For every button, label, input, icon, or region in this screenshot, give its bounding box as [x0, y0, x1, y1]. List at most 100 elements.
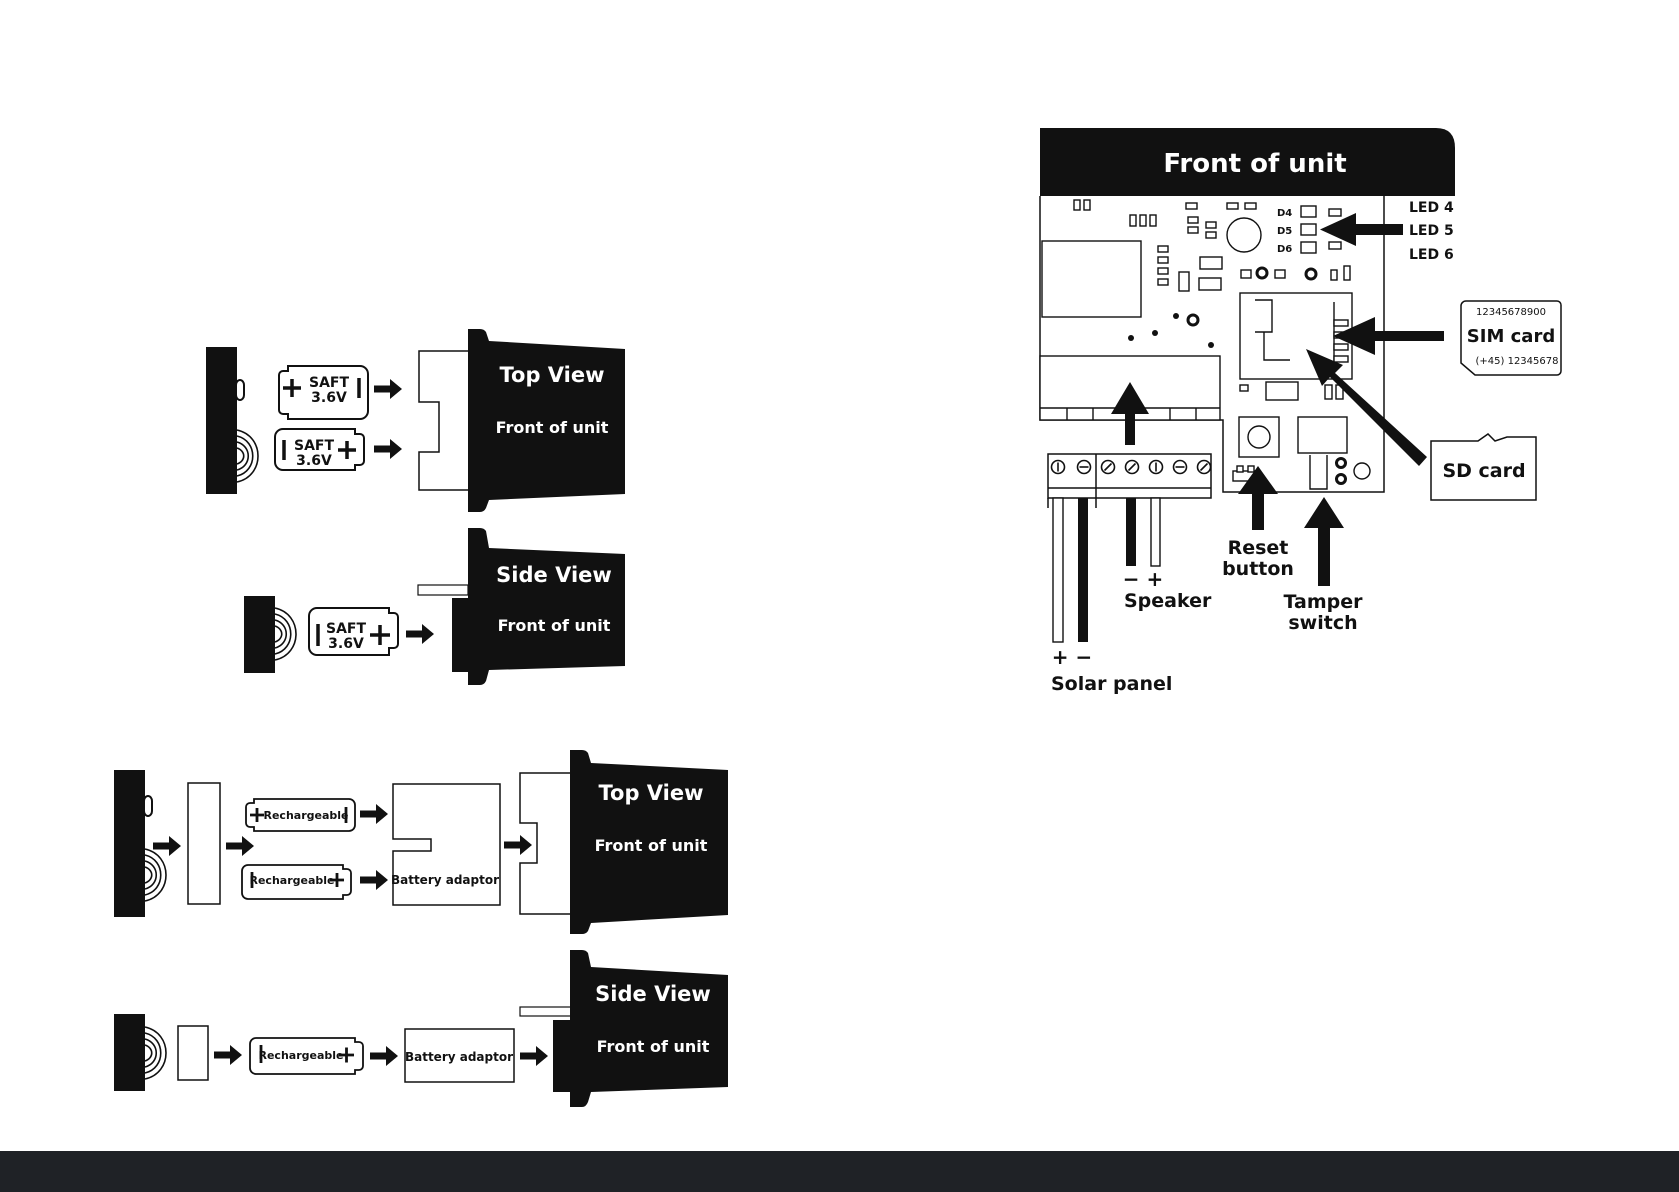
rechargeable-side-view: Rechargeable Battery adaptor Side View F… [114, 950, 728, 1107]
unit-front-label: Front of unit [496, 418, 609, 437]
terminal-screw [1172, 459, 1188, 475]
led-pointer-arrow [1320, 213, 1403, 246]
battery-compartment-lid [244, 596, 275, 673]
saft-side-view: SAFT 3.6V Side View Front of unit [244, 528, 625, 685]
lid-contact-tab [235, 379, 245, 401]
board-vias [1128, 313, 1214, 348]
circuit-board-diagram: Front of unit [1039, 128, 1562, 695]
insert-arrow [360, 804, 388, 824]
sd-pointer-arrow [1306, 349, 1427, 466]
unit-front-label: Front of unit [595, 836, 708, 855]
sim-card-phone: (+45) 12345678 [1476, 356, 1559, 367]
terminal-screw [1076, 459, 1092, 475]
battery-compartment-lid [114, 1014, 145, 1091]
unit-body [570, 750, 728, 934]
tamper-label-line1: Tamper [1284, 591, 1364, 613]
unit-view-label: Top View [499, 363, 604, 387]
unit-front-label: Front of unit [597, 1037, 710, 1056]
led-6-label: LED 6 [1409, 247, 1454, 263]
unit-view-label: Side View [496, 563, 612, 587]
unit-view-label: Top View [598, 781, 703, 805]
insert-arrow [370, 1046, 398, 1066]
lid-contact-tab [143, 795, 153, 817]
rechargeable-battery: Rechargeable [245, 798, 356, 832]
saft-battery: SAFT 3.6V [278, 365, 369, 420]
insert-arrow [374, 379, 402, 399]
battery-label: Rechargeable [259, 1049, 344, 1062]
unit-body [452, 528, 625, 685]
battery-adaptor-label: Battery adaptor [405, 1050, 513, 1064]
battery-adaptor [392, 783, 501, 906]
battery-compartment-lid [114, 770, 145, 917]
battery-label: Rechargeable [250, 874, 335, 887]
battery-voltage: 3.6V [328, 636, 364, 652]
terminal-screw [1050, 459, 1066, 475]
battery-spring [274, 607, 297, 661]
footer-bar [0, 1151, 1679, 1192]
saft-top-view: SAFT 3.6V SAFT 3.6V Top View Front of un… [206, 329, 625, 512]
board-title: Front of unit [1163, 149, 1346, 179]
saft-battery: SAFT 3.6V [308, 607, 399, 656]
terminal-screw [1196, 459, 1212, 475]
board-header [1040, 128, 1455, 196]
reset-pointer-arrow [1238, 466, 1278, 530]
terminal-block [1047, 453, 1212, 508]
sd-card-label: SD card [1442, 460, 1525, 482]
reset-label-line2: button [1222, 558, 1294, 580]
saft-battery: SAFT 3.6V [274, 428, 365, 471]
rechargeable-battery: Rechargeable [249, 1037, 364, 1075]
sim-pointer-arrow [1333, 317, 1444, 355]
rechargeable-top-view: Rechargeable Rechargeable Battery adapto… [114, 750, 728, 934]
led-4-label: LED 4 [1409, 200, 1454, 216]
rechargeable-battery: Rechargeable [241, 864, 352, 900]
reset-label-line1: Reset [1228, 537, 1289, 559]
board-marking-d4: D4 [1277, 208, 1292, 219]
insert-arrow [214, 1045, 242, 1065]
battery-adaptor-label: Battery adaptor [391, 873, 499, 887]
insert-arrow [374, 439, 402, 459]
speaker-label: Speaker [1124, 590, 1212, 612]
battery-spring [236, 429, 259, 483]
sim-card-label: SIM card [1467, 326, 1555, 347]
terminal-screw [1148, 459, 1164, 475]
tamper-pointer-arrow [1304, 497, 1344, 586]
battery-spring [144, 1026, 167, 1080]
sd-card: SD card [1430, 433, 1537, 501]
battery-adaptor [404, 1028, 515, 1083]
battery-brand: SAFT [294, 438, 334, 454]
unit-side-rail [519, 1006, 572, 1017]
battery-brand: SAFT [326, 621, 366, 637]
sim-card-number: 12345678900 [1476, 307, 1546, 318]
speaker-polarity: − + [1123, 567, 1163, 591]
unit-body [468, 329, 625, 512]
battery-brand: SAFT [309, 375, 349, 391]
battery-voltage: 3.6V [296, 453, 332, 469]
board-components [1039, 199, 1371, 490]
unit-side-rail [417, 584, 469, 596]
speaker-wires [1126, 497, 1161, 567]
battery-label: Rechargeable [264, 809, 349, 822]
insert-arrow [153, 836, 181, 856]
insert-arrow [226, 836, 254, 856]
insert-arrow [520, 1046, 548, 1066]
insert-arrow [406, 624, 434, 644]
unit-body [553, 950, 728, 1107]
battery-slot [519, 772, 572, 915]
unit-view-label: Side View [595, 982, 711, 1006]
board-marking-d6: D6 [1277, 244, 1292, 255]
battery-spring [144, 848, 167, 902]
connector-pointer-arrow [1111, 382, 1149, 445]
spacer-block [187, 782, 221, 905]
sim-card: 12345678900 SIM card (+45) 12345678 [1460, 300, 1562, 376]
solar-panel-wires [1052, 497, 1088, 643]
battery-compartment-lid [206, 347, 237, 494]
led-5-label: LED 5 [1409, 223, 1454, 239]
insert-arrow [504, 835, 532, 855]
battery-slot [418, 350, 470, 491]
spacer-block [177, 1025, 209, 1081]
solar-panel-label: Solar panel [1051, 673, 1172, 695]
battery-voltage: 3.6V [311, 390, 347, 406]
solar-polarity: + − [1052, 645, 1092, 669]
unit-front-label: Front of unit [498, 616, 611, 635]
